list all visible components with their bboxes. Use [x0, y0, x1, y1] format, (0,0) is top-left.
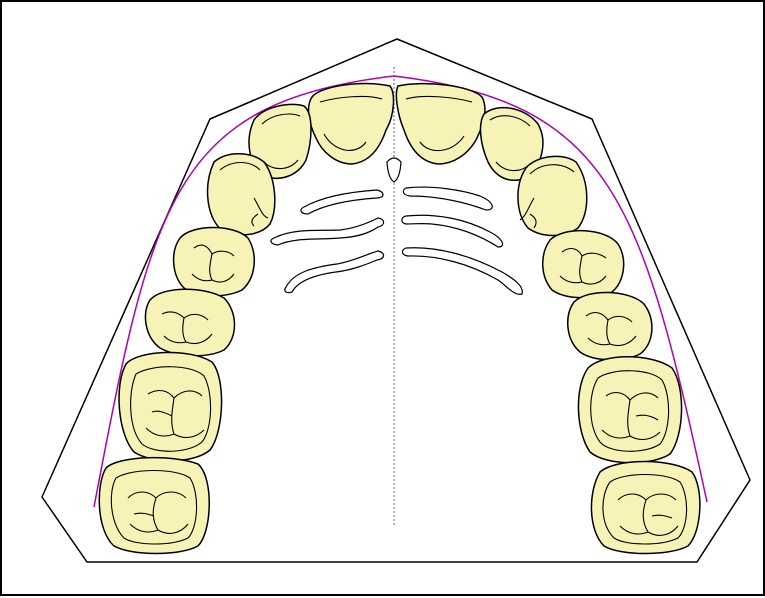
ruga — [301, 190, 383, 214]
palatal-rugae-left — [402, 187, 522, 294]
tooth-right-first-molar — [119, 352, 222, 460]
incisive-papilla — [387, 158, 401, 182]
tooth-right-first-premolar — [174, 228, 255, 296]
tooth-right-central-incisor — [309, 84, 394, 164]
tooth-right-second-premolar — [145, 289, 234, 356]
ruga — [402, 215, 503, 247]
ruga — [285, 251, 384, 293]
tooth-left-first-premolar — [543, 231, 624, 298]
ruga — [271, 218, 384, 245]
tooth-left-second-molar — [591, 462, 699, 554]
tooth-left-first-molar — [578, 357, 681, 463]
tooth-left-central-incisor — [396, 84, 484, 164]
tooth-right-canine — [208, 154, 275, 235]
palatal-rugae-right — [271, 190, 384, 293]
tooth-left-second-premolar — [568, 292, 652, 359]
ruga — [402, 248, 522, 295]
tooth-left-canine — [518, 156, 587, 235]
tooth-right-second-molar — [99, 458, 209, 554]
ruga — [403, 187, 492, 210]
